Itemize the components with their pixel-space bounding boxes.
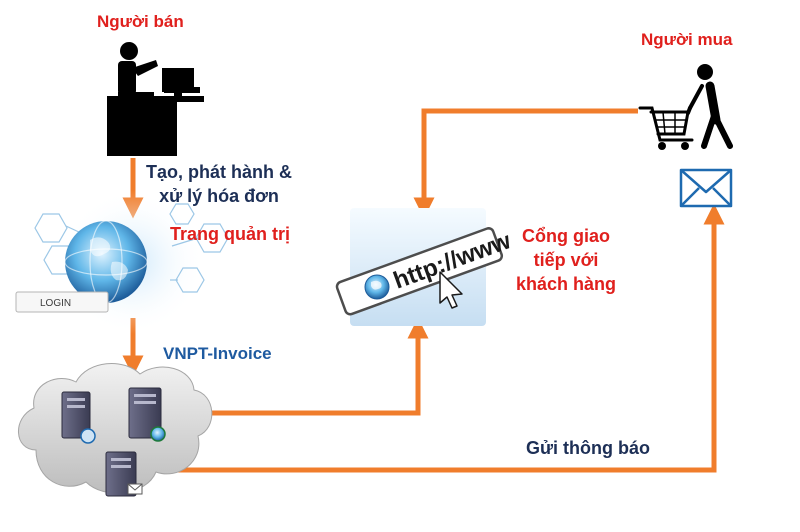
seller-label: Người bán xyxy=(97,12,184,31)
server-cloud-icon xyxy=(18,363,213,497)
admin-step-caption: Tạo, phát hành & xử lý hóa đơn xyxy=(146,160,292,208)
envelope-icon xyxy=(679,168,733,208)
customer-portal-line-2: tiếp với xyxy=(533,250,599,270)
admin-step-line-2: xử lý hóa đơn xyxy=(159,186,279,206)
login-label: LOGIN xyxy=(40,298,71,309)
cursor-icon xyxy=(439,271,463,309)
buyer-label: Người mua xyxy=(641,30,733,49)
admin-step-line-1: Tạo, phát hành & xyxy=(146,162,292,182)
customer-portal-browser-icon: http://www xyxy=(335,208,515,326)
admin-portal-label: Trang quản trị xyxy=(170,224,291,244)
customer-portal-line-3: khách hàng xyxy=(516,274,617,294)
buyer-cart-icon xyxy=(638,64,733,150)
seller-desk-icon xyxy=(107,42,204,156)
login-bar xyxy=(15,291,109,313)
system-label: VNPT-Invoice xyxy=(163,344,272,363)
customer-portal-caption: Cổng giao tiếp với khách hàng xyxy=(516,224,616,296)
server-icon xyxy=(61,391,96,444)
arrow-buyer-to-customer-portal xyxy=(413,108,638,219)
arrow-system-to-buyer xyxy=(142,203,725,473)
notification-label: Gửi thông báo xyxy=(526,438,651,458)
admin-portal-globe-icon: LOGIN xyxy=(15,190,229,334)
server-icon xyxy=(105,451,143,497)
customer-portal-line-1: Cổng giao xyxy=(522,226,611,246)
arrow-system-to-customer-portal xyxy=(172,317,429,416)
server-icon xyxy=(128,387,166,442)
